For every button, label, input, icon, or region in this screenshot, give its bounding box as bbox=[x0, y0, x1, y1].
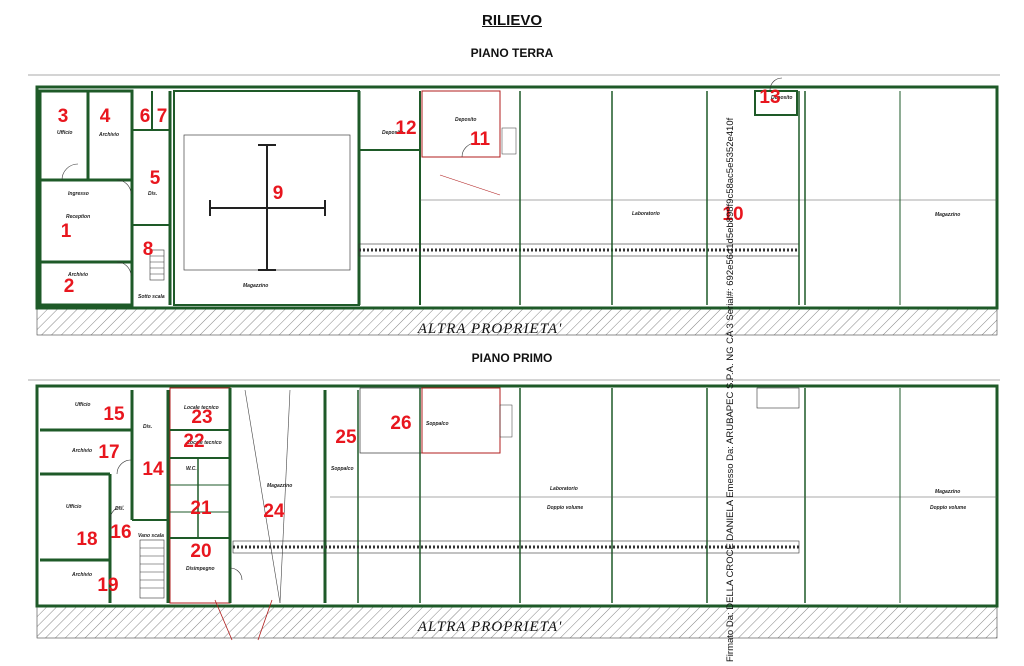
room-label-1: Reception bbox=[66, 214, 90, 220]
room-label-23: Locale tecnico bbox=[184, 405, 219, 411]
room-label-9: Magazzino bbox=[243, 283, 268, 289]
ground-label-ingresso: Ingresso bbox=[68, 191, 89, 197]
ground-label-magazzino: Magazzino bbox=[935, 212, 960, 218]
first-floor-title: PIANO PRIMO bbox=[471, 351, 553, 365]
room-number-13: 13 bbox=[759, 87, 780, 108]
first-room-labels: Dis. Ufficio Dis. Archivio Ufficio Archi… bbox=[66, 402, 966, 578]
first-floor-plan bbox=[28, 379, 1000, 641]
first-outer-walls bbox=[35, 384, 999, 608]
room-number-22: 22 bbox=[183, 431, 204, 452]
ground-floor-plan bbox=[28, 74, 1000, 336]
first-label-doppio-volume-2: Doppio volume bbox=[930, 505, 966, 511]
room-label-26: Soppalco bbox=[426, 421, 449, 427]
room-number-16: 16 bbox=[110, 522, 131, 543]
room-label-15: Ufficio bbox=[75, 402, 90, 408]
room-number-4: 4 bbox=[100, 106, 111, 127]
ground-outer-walls bbox=[35, 85, 999, 310]
room-number-14: 14 bbox=[142, 459, 164, 480]
room-label-21: W.C. bbox=[186, 466, 197, 472]
digital-signature: Firmato Da: DELLA CROCE DANIELA Emesso D… bbox=[725, 117, 736, 662]
room-number-24: 24 bbox=[263, 501, 285, 522]
room-number-5: 5 bbox=[150, 168, 161, 189]
room-label-10: Laboratorio bbox=[632, 211, 660, 217]
room-number-17: 17 bbox=[98, 442, 119, 463]
first-room-numbers: 14 15 16 17 18 19 20 21 22 23 24 25 26 bbox=[76, 404, 411, 596]
room-number-25: 25 bbox=[335, 427, 357, 448]
room-number-6: 6 bbox=[140, 106, 151, 127]
room-number-8: 8 bbox=[143, 239, 154, 260]
room-number-3: 3 bbox=[58, 106, 69, 127]
room-number-7: 7 bbox=[157, 106, 168, 127]
room-label-8: Sotto scala bbox=[138, 294, 165, 300]
ground-room-numbers: 1 2 3 4 5 6 7 8 9 10 11 12 13 bbox=[58, 87, 781, 297]
room-number-21: 21 bbox=[190, 498, 212, 519]
room-label-12: Deposito bbox=[382, 130, 403, 136]
room-label-19: Archivio bbox=[71, 572, 92, 578]
first-neighbor-label: ALTRA PROPRIETA' bbox=[417, 619, 563, 635]
room-label-2: Archivio bbox=[67, 272, 88, 278]
room-label-16: Dis. bbox=[115, 506, 124, 512]
room-label-20: Disimpegno bbox=[186, 566, 215, 572]
room-number-20: 20 bbox=[190, 541, 211, 562]
room-label-25: Soppalco bbox=[331, 466, 354, 472]
first-label-magazzino: Magazzino bbox=[935, 489, 960, 495]
page-title: RILIEVO bbox=[481, 12, 542, 29]
first-label-doppio-volume-1: Doppio volume bbox=[547, 505, 583, 511]
room-label-4: Archivio bbox=[98, 132, 119, 138]
room-label-14: Dis. bbox=[143, 424, 152, 430]
first-label-laboratorio: Laboratorio bbox=[550, 486, 578, 492]
room-number-12: 12 bbox=[395, 118, 416, 139]
room-number-23: 23 bbox=[191, 407, 212, 428]
room-label-13: Deposito bbox=[771, 95, 792, 101]
room-number-18: 18 bbox=[76, 529, 97, 550]
room-number-1: 1 bbox=[61, 221, 72, 242]
first-label-vano-scala: Vano scala bbox=[138, 533, 164, 539]
room-label-18: Ufficio bbox=[66, 504, 81, 510]
ground-room-labels: Reception Archivio Ufficio Archivio Dis.… bbox=[57, 95, 960, 300]
ground-neighbor-hatch bbox=[36, 307, 998, 336]
room-number-15: 15 bbox=[103, 404, 125, 425]
room-number-10: 10 bbox=[722, 204, 743, 225]
room-label-22: Locale tecnico bbox=[187, 440, 222, 446]
first-neighbor-hatch bbox=[36, 605, 998, 639]
room-label-24: Magazzino bbox=[267, 483, 292, 489]
room-label-5: Dis. bbox=[148, 191, 157, 197]
room-label-3: Ufficio bbox=[57, 130, 72, 136]
room-number-19: 19 bbox=[97, 575, 118, 596]
room-number-26: 26 bbox=[390, 413, 411, 434]
room-number-11: 11 bbox=[470, 129, 491, 150]
room-number-9: 9 bbox=[273, 183, 284, 204]
room-label-11: Deposito bbox=[455, 117, 476, 123]
room-number-2: 2 bbox=[64, 276, 75, 297]
ground-floor-title: PIANO TERRA bbox=[470, 46, 554, 60]
room-label-17: Archivio bbox=[71, 448, 92, 454]
ground-neighbor-label: ALTRA PROPRIETA' bbox=[417, 321, 563, 337]
